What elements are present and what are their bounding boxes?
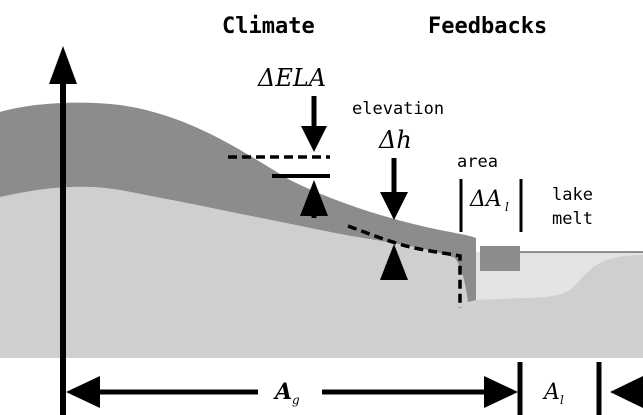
bedrock-ground [0, 186, 643, 358]
elevation-label: elevation [352, 99, 444, 119]
ela-down-arrowhead [301, 126, 327, 152]
al-subscript: l [560, 393, 564, 407]
delta-a-label: ΔA [469, 187, 502, 212]
dh-up-arrowhead [380, 244, 408, 280]
al-label: A [542, 380, 560, 405]
delta-a-subscript: l [505, 200, 509, 214]
title-feedbacks: Feedbacks [428, 14, 547, 39]
delta-h-label: Δh [378, 126, 412, 154]
ag-arrowhead-right [484, 376, 518, 408]
title-climate: Climate [222, 14, 315, 39]
calving-ice-block [480, 246, 520, 271]
ela-up-arrowhead [300, 180, 328, 216]
ag-subscript: g [292, 393, 300, 407]
vertical-axis-arrowhead [49, 46, 77, 84]
dh-down-arrowhead [380, 192, 408, 220]
ag-label: A [273, 379, 292, 405]
melt-label: melt [552, 209, 593, 229]
delta-ela-label: ΔELA [257, 64, 326, 92]
ag-arrowhead-left [66, 376, 100, 408]
al-arrowhead-partial [610, 376, 643, 408]
area-label: area [457, 152, 498, 172]
lake-label: lake [552, 185, 593, 205]
glacier [0, 102, 476, 302]
